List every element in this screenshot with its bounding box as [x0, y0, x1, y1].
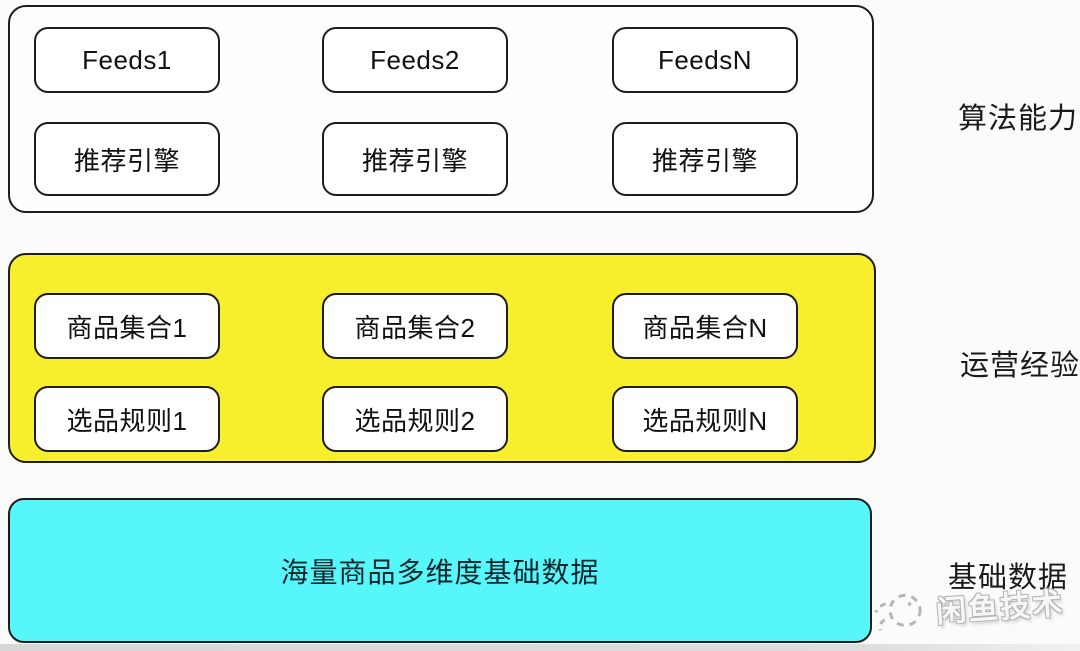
- node-item-set-N: 商品集合N: [612, 293, 798, 359]
- node-label: 商品集合2: [354, 312, 476, 343]
- layer-label-operation: 运营经验: [960, 350, 1080, 382]
- layer-basedata: 海量商品多维度基础数据: [8, 498, 872, 643]
- node-label: 推荐引擎: [361, 145, 468, 176]
- watermark: 闲鱼技术: [871, 577, 1066, 636]
- node-recommend-engine-1: 推荐引擎: [34, 122, 220, 196]
- node-label: 商品集合1: [66, 312, 188, 343]
- layer-label-algorithm: 算法能力: [958, 103, 1079, 135]
- node-label: Feeds2: [370, 44, 460, 75]
- node-label: 选品规则2: [354, 405, 476, 436]
- layer-operation: 商品集合1 商品集合2 商品集合N 选品规则1 选品规则2 选品规则N: [8, 253, 876, 463]
- node-label: 商品集合N: [642, 312, 768, 343]
- layer-algorithm: Feeds1 Feeds2 FeedsN 推荐引擎 推荐引擎 推荐引擎: [8, 5, 874, 213]
- node-label: 选品规则N: [642, 405, 768, 436]
- node-label: FeedsN: [657, 44, 753, 75]
- fish-icon: [874, 593, 922, 631]
- node-label: 推荐引擎: [651, 145, 758, 176]
- watermark-text: 闲鱼技术: [935, 587, 1066, 630]
- bottom-edge-shadow: [0, 644, 1080, 651]
- node-label: Feeds1: [82, 44, 172, 75]
- node-item-set-2: 商品集合2: [322, 293, 508, 359]
- node-recommend-engine-N: 推荐引擎: [612, 122, 798, 196]
- node-feedsN: FeedsN: [612, 27, 798, 93]
- node-selection-rule-2: 选品规则2: [322, 386, 508, 452]
- node-selection-rule-1: 选品规则1: [34, 386, 220, 452]
- basedata-text: 海量商品多维度基础数据: [280, 556, 600, 588]
- node-label: 选品规则1: [66, 405, 188, 436]
- node-label: 推荐引擎: [73, 145, 180, 176]
- node-feeds1: Feeds1: [34, 27, 220, 93]
- node-recommend-engine-2: 推荐引擎: [322, 122, 508, 196]
- layer-label-basedata: 基础数据: [948, 562, 1069, 594]
- node-item-set-1: 商品集合1: [34, 293, 220, 359]
- node-feeds2: Feeds2: [322, 27, 508, 93]
- node-selection-rule-N: 选品规则N: [612, 386, 798, 452]
